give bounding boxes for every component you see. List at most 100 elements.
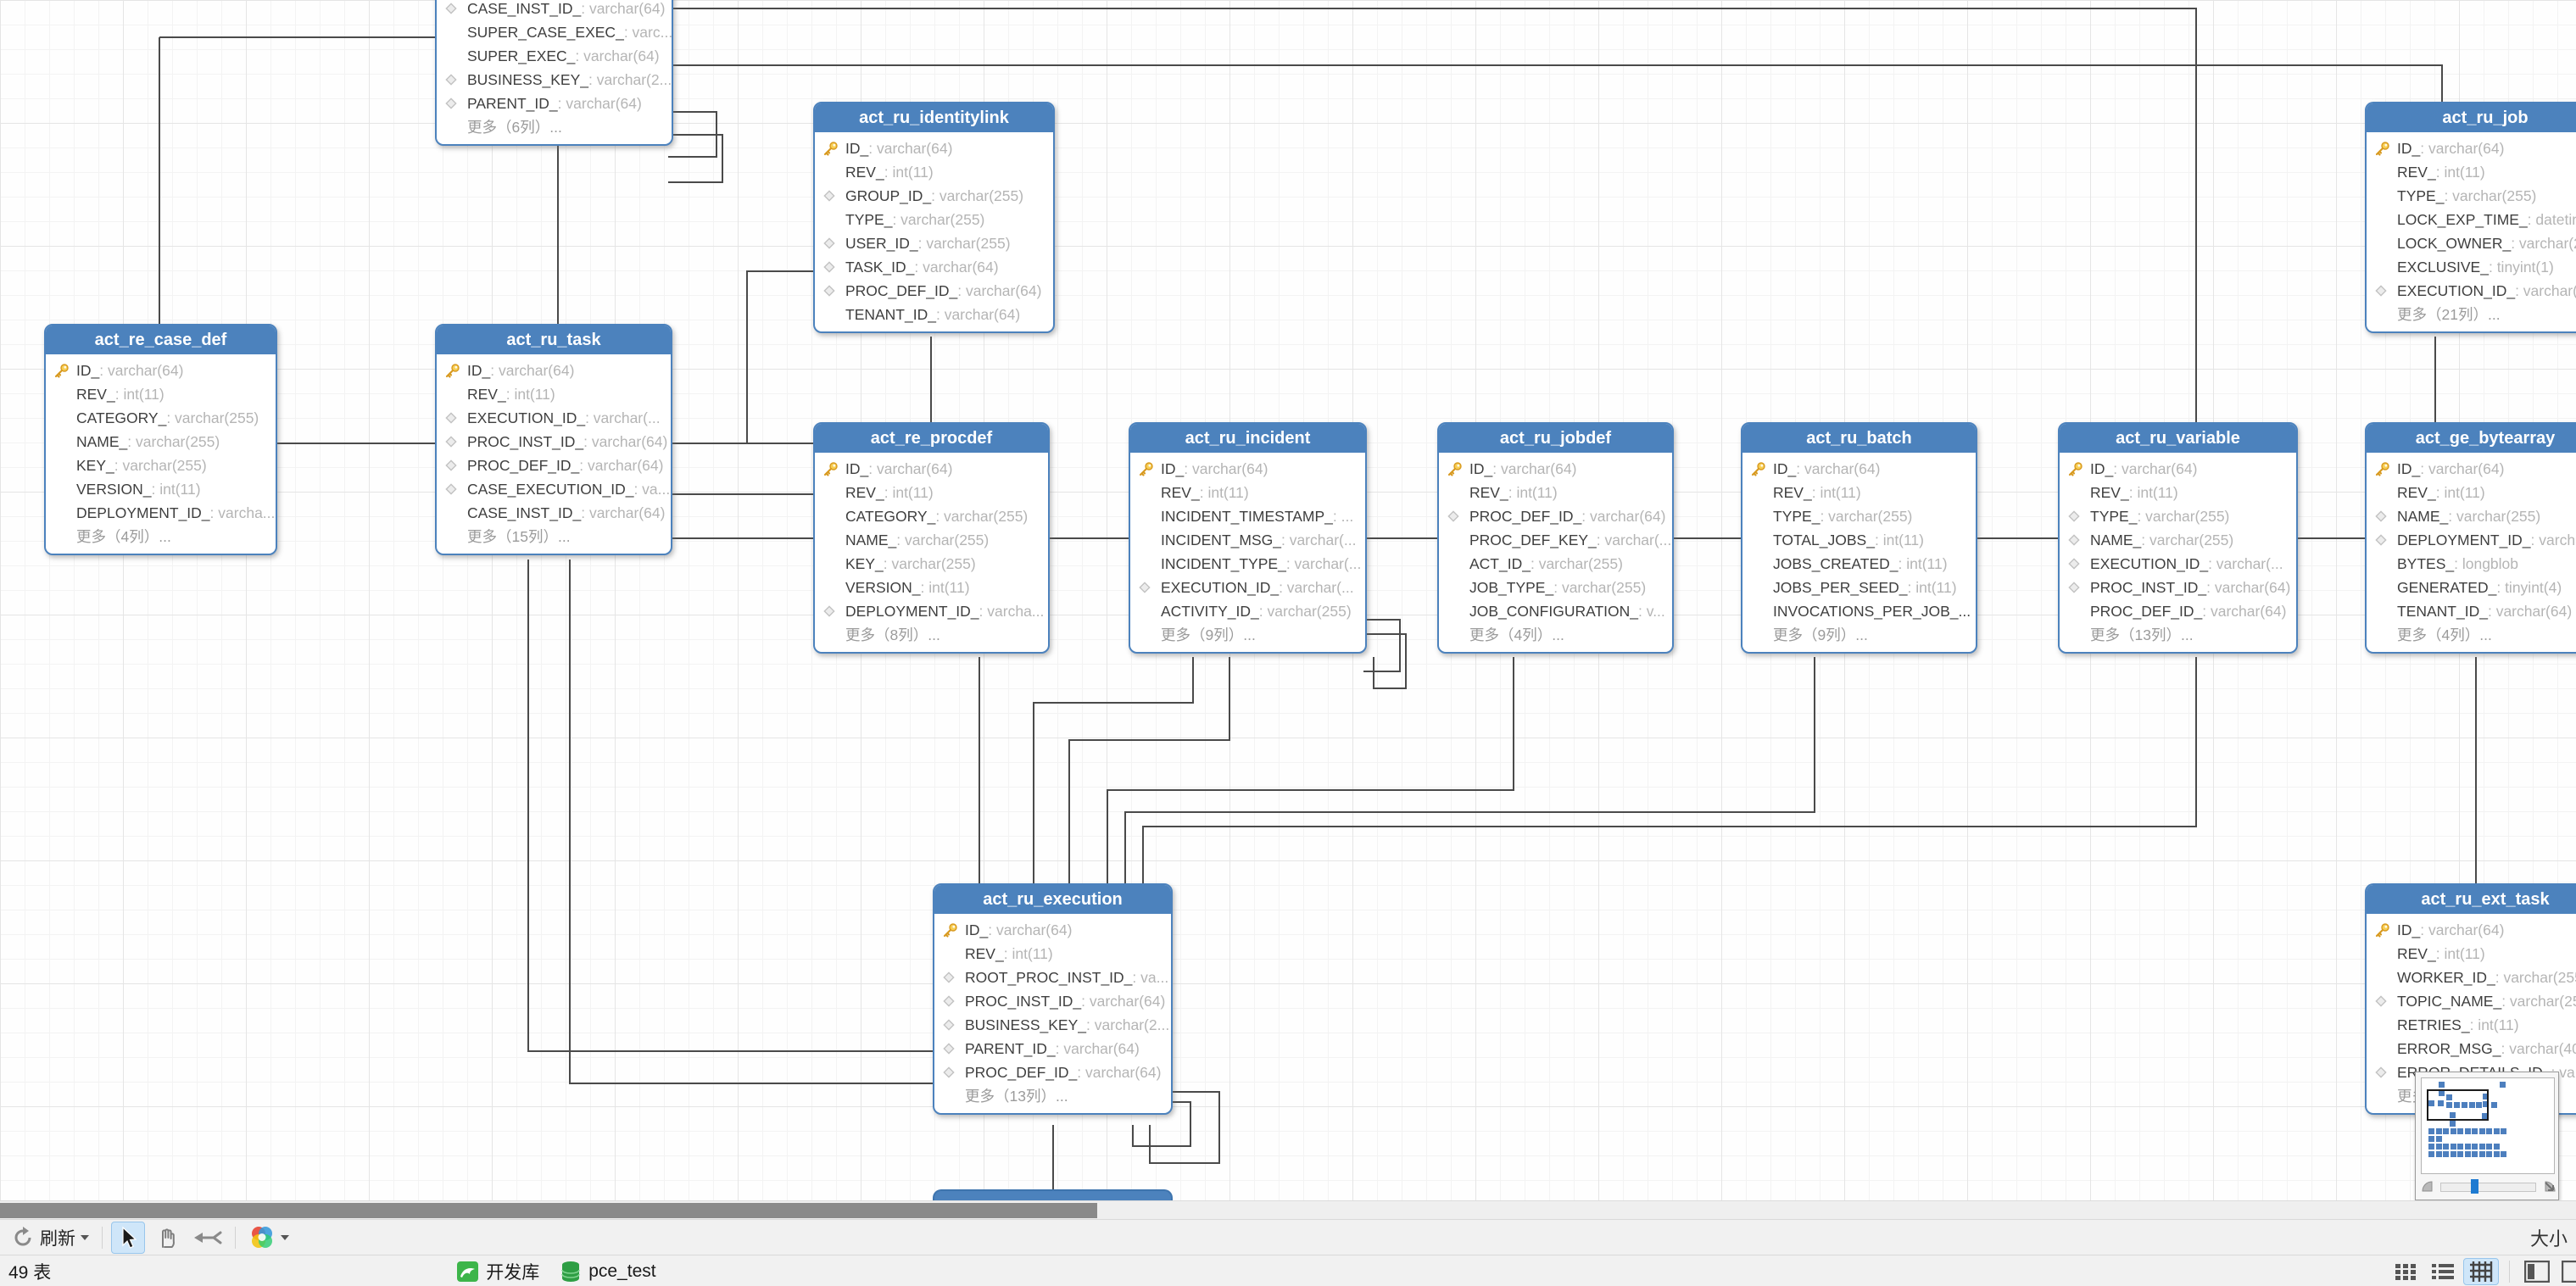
relationship-line[interactable] xyxy=(1068,657,1230,883)
column-row[interactable]: WORKER_ID_ : varchar(255) xyxy=(2367,966,2576,989)
relationship-line[interactable] xyxy=(1149,1091,1220,1164)
relationship-line[interactable] xyxy=(1363,633,1407,689)
relationship-line[interactable] xyxy=(1033,657,1194,883)
column-row[interactable]: CASE_INST_ID_ : varchar(64) xyxy=(437,501,671,525)
column-row[interactable]: REV_ : int(11) xyxy=(2367,942,2576,966)
column-row[interactable]: DEPLOYMENT_ID_ : varchar(2... xyxy=(2367,528,2576,552)
column-row[interactable]: DEPLOYMENT_ID_ : varcha... xyxy=(815,599,1048,623)
column-row[interactable]: EXECUTION_ID_ : varchar(... xyxy=(437,406,671,430)
column-row[interactable]: INVOCATIONS_PER_JOB_... xyxy=(1742,599,1976,623)
more-columns-row[interactable]: 更多（13列）... xyxy=(965,1088,1068,1105)
partial-table-bottom[interactable] xyxy=(933,1189,1173,1200)
column-row[interactable]: NAME_ : varchar(255) xyxy=(46,430,276,454)
column-row[interactable]: PROC_INST_ID_ : varchar(64) xyxy=(437,430,671,454)
column-row[interactable]: CASE_INST_ID_ : varchar(64) xyxy=(437,0,672,20)
relationship-line[interactable] xyxy=(1363,619,1401,672)
more-columns-row[interactable]: 更多（4列）... xyxy=(76,528,171,545)
column-row[interactable]: REV_ : int(11) xyxy=(437,382,671,406)
column-row[interactable]: PROC_DEF_ID_ : varchar(64) xyxy=(437,454,671,477)
relationship-line[interactable] xyxy=(1107,657,1514,883)
zoom-out-icon[interactable] xyxy=(2421,1180,2436,1194)
column-row[interactable]: ID_ : varchar(64) xyxy=(2367,457,2576,481)
relationship-line[interactable] xyxy=(527,559,933,1052)
database-name[interactable]: pce_test xyxy=(588,1261,656,1281)
column-row[interactable]: REV_ : int(11) xyxy=(1439,481,1672,504)
column-row[interactable]: ID_ : varchar(64) xyxy=(815,457,1048,481)
column-row[interactable]: ID_ : varchar(64) xyxy=(2367,136,2576,160)
column-row[interactable]: REV_ : int(11) xyxy=(815,160,1053,184)
table-title[interactable]: act_re_procdef xyxy=(815,424,1048,453)
column-row[interactable]: EXECUTION_ID_ : varchar(64) xyxy=(2367,279,2576,303)
column-row[interactable]: INCIDENT_MSG_ : varchar(... xyxy=(1130,528,1365,552)
table-title[interactable]: act_ru_ext_task xyxy=(2367,885,2576,914)
column-row[interactable]: PROC_DEF_ID_ : varchar(64) xyxy=(1439,504,1672,528)
column-row[interactable]: REV_ : int(11) xyxy=(815,481,1048,504)
column-row[interactable]: ID_ : varchar(64) xyxy=(1130,457,1365,481)
table-title[interactable]: act_ru_job xyxy=(2367,103,2576,132)
column-row[interactable]: REV_ : int(11) xyxy=(934,942,1171,966)
column-row[interactable]: ID_ : varchar(64) xyxy=(437,359,671,382)
column-row[interactable]: ID_ : varchar(64) xyxy=(1742,457,1976,481)
zoom-slider-track[interactable] xyxy=(2440,1179,2536,1194)
column-row[interactable]: ID_ : varchar(64) xyxy=(2060,457,2296,481)
pan-tool-button[interactable] xyxy=(150,1222,184,1253)
column-row[interactable]: ACT_ID_ : varchar(255) xyxy=(1439,552,1672,576)
resize-handle-icon[interactable] xyxy=(2543,1180,2556,1194)
column-row[interactable]: DEPLOYMENT_ID_ : varcha... xyxy=(46,501,276,525)
table-title[interactable]: act_ru_execution xyxy=(934,885,1171,914)
more-columns-row[interactable]: 更多（9列）... xyxy=(1161,626,1256,643)
column-row[interactable]: JOB_CONFIGURATION_ : v... xyxy=(1439,599,1672,623)
table-title[interactable]: act_ru_incident xyxy=(1130,424,1365,453)
table-title[interactable]: act_ru_identitylink xyxy=(815,103,1053,132)
table-title[interactable]: act_ru_task xyxy=(437,326,671,354)
column-row[interactable]: EXCLUSIVE_ : tinyint(1) xyxy=(2367,255,2576,279)
column-row[interactable]: JOB_TYPE_ : varchar(255) xyxy=(1439,576,1672,599)
column-row[interactable]: EXECUTION_ID_ : varchar(... xyxy=(2060,552,2296,576)
column-row[interactable]: INCIDENT_TYPE_ : varchar(... xyxy=(1130,552,1365,576)
refresh-dropdown-caret[interactable] xyxy=(81,1235,89,1240)
column-row[interactable]: ROOT_PROC_INST_ID_ : va... xyxy=(934,966,1171,989)
column-row[interactable]: JOBS_PER_SEED_ : int(11) xyxy=(1742,576,1976,599)
column-row[interactable]: BUSINESS_KEY_ : varchar(2... xyxy=(437,68,672,92)
pointer-tool-button[interactable] xyxy=(111,1222,145,1254)
column-row[interactable]: PROC_INST_ID_ : varchar(64) xyxy=(934,989,1171,1013)
column-row[interactable]: ID_ : varchar(64) xyxy=(934,918,1171,942)
column-row[interactable]: REV_ : int(11) xyxy=(1130,481,1365,504)
more-columns-row[interactable]: 更多（4列）... xyxy=(1469,626,1564,643)
more-columns-row[interactable]: 更多（6列）... xyxy=(467,119,562,136)
column-row[interactable]: INCIDENT_TIMESTAMP_ : ... xyxy=(1130,504,1365,528)
relationship-line[interactable] xyxy=(668,134,723,183)
table-partial-top[interactable]: CASE_INST_ID_ : varchar(64)SUPER_CASE_EX… xyxy=(435,0,673,146)
column-row[interactable]: ERROR_MSG_ : varchar(4000) xyxy=(2367,1037,2576,1061)
column-row[interactable]: PROC_INST_ID_ : varchar(64) xyxy=(2060,576,2296,599)
column-row[interactable]: LOCK_EXP_TIME_ : datetime xyxy=(2367,208,2576,231)
more-columns-row[interactable]: 更多（8列）... xyxy=(845,626,940,643)
relationship-line[interactable] xyxy=(746,270,813,443)
column-row[interactable]: TYPE_ : varchar(255) xyxy=(1742,504,1976,528)
more-columns-row[interactable]: 更多（21列）... xyxy=(2397,306,2501,323)
toggle-left-pane-button[interactable] xyxy=(2520,1259,2554,1284)
column-row[interactable]: CATEGORY_ : varchar(255) xyxy=(815,504,1048,528)
column-row[interactable]: TENANT_ID_ : varchar(64) xyxy=(815,303,1053,326)
view-grid-button[interactable] xyxy=(2463,1257,2499,1285)
column-row[interactable]: PROC_DEF_ID_ : varchar(64) xyxy=(2060,599,2296,623)
column-row[interactable]: SUPER_EXEC_ : varchar(64) xyxy=(437,44,672,68)
column-row[interactable]: ID_ : varchar(64) xyxy=(46,359,276,382)
column-row[interactable]: ID_ : varchar(64) xyxy=(815,136,1053,160)
column-row[interactable]: KEY_ : varchar(255) xyxy=(815,552,1048,576)
column-row[interactable]: NAME_ : varchar(255) xyxy=(2367,504,2576,528)
column-row[interactable]: NAME_ : varchar(255) xyxy=(2060,528,2296,552)
column-row[interactable]: PROC_DEF_ID_ : varchar(64) xyxy=(815,279,1053,303)
toggle-right-pane-button[interactable] xyxy=(2557,1259,2576,1284)
table-title[interactable]: act_ru_variable xyxy=(2060,424,2296,453)
